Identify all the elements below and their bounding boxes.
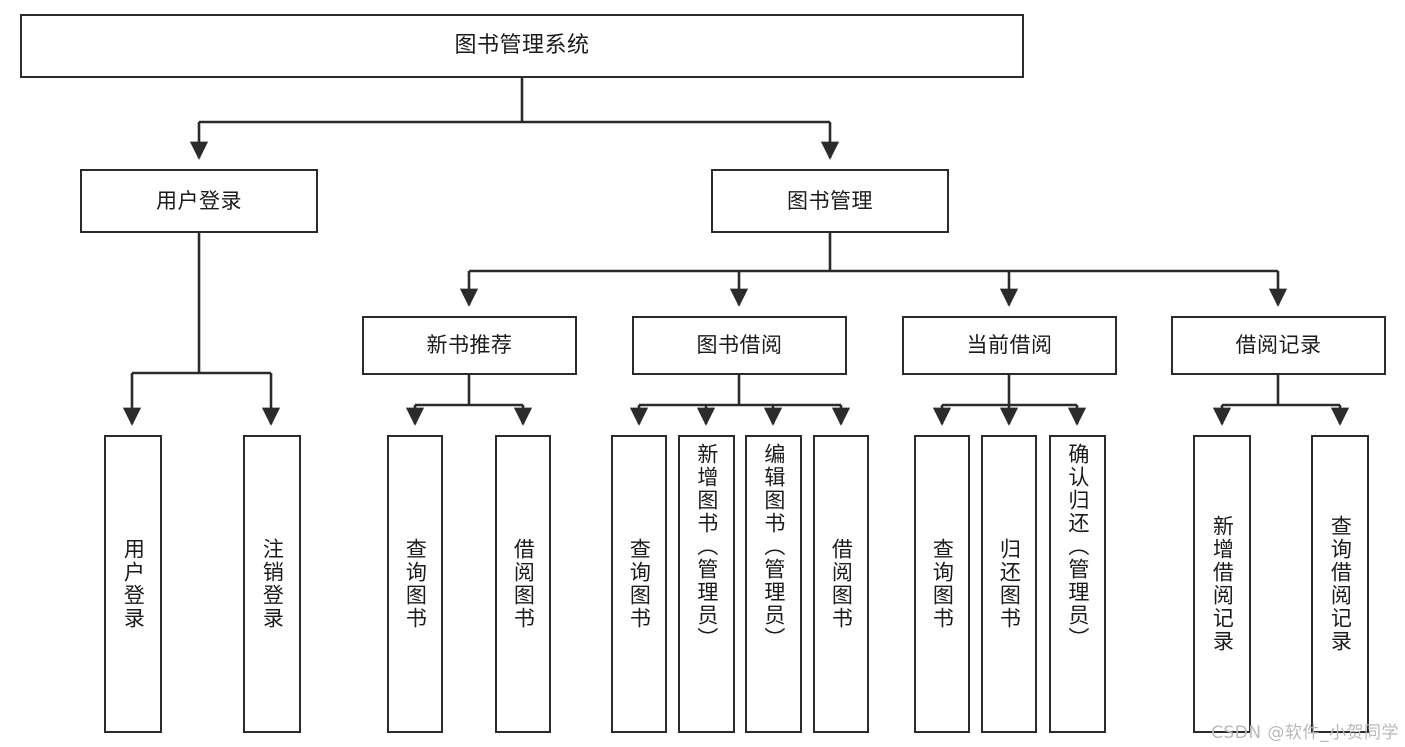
node-label: 借阅图书 <box>511 538 536 630</box>
node-label: 新增借阅记录 <box>1210 515 1235 653</box>
leaf-borrow-book-recommend[interactable]: 借阅图书 <box>495 435 551 733</box>
node-user-login[interactable]: 用户登录 <box>80 169 318 233</box>
node-label: 确认归还（管理员） <box>1065 443 1090 650</box>
node-borrow-record[interactable]: 借阅记录 <box>1171 316 1386 375</box>
leaf-query-book-borrow[interactable]: 查询图书 <box>611 435 667 733</box>
leaf-query-book-recommend[interactable]: 查询图书 <box>387 435 443 733</box>
node-book-borrow[interactable]: 图书借阅 <box>632 316 847 375</box>
leaf-logout-login[interactable]: 注销登录 <box>243 435 301 733</box>
leaf-confirm-return-admin[interactable]: 确认归还（管理员） <box>1049 435 1106 733</box>
leaf-query-borrow-record[interactable]: 查询借阅记录 <box>1311 435 1369 733</box>
node-label: 用户登录 <box>121 538 146 630</box>
node-label: 借阅记录 <box>1235 333 1322 357</box>
node-label: 查询图书 <box>627 538 652 630</box>
node-label: 新书推荐 <box>426 333 513 357</box>
node-label: 查询图书 <box>403 538 428 630</box>
leaf-query-book-current[interactable]: 查询图书 <box>914 435 970 733</box>
leaf-edit-book-admin[interactable]: 编辑图书（管理员） <box>745 435 802 733</box>
node-new-book-recommend[interactable]: 新书推荐 <box>362 316 577 375</box>
node-label: 图书管理 <box>787 188 873 213</box>
node-label: 图书管理系统 <box>454 33 590 58</box>
node-label: 归还图书 <box>997 538 1022 630</box>
node-label: 查询借阅记录 <box>1328 515 1353 653</box>
node-label: 当前借阅 <box>966 333 1053 357</box>
watermark-text: CSDN @软件_小贺同学 <box>1211 723 1399 743</box>
node-label: 图书借阅 <box>696 333 783 357</box>
node-book-management[interactable]: 图书管理 <box>711 169 949 233</box>
node-label: 用户登录 <box>156 188 242 213</box>
leaf-borrow-book[interactable]: 借阅图书 <box>813 435 869 733</box>
node-root-system[interactable]: 图书管理系统 <box>20 14 1024 78</box>
node-label: 新增图书（管理员） <box>694 443 719 650</box>
leaf-return-book[interactable]: 归还图书 <box>981 435 1037 733</box>
leaf-add-borrow-record[interactable]: 新增借阅记录 <box>1193 435 1251 733</box>
node-label: 编辑图书（管理员） <box>761 443 786 650</box>
node-label: 借阅图书 <box>829 538 854 630</box>
node-label: 注销登录 <box>260 538 285 630</box>
leaf-user-login[interactable]: 用户登录 <box>104 435 162 733</box>
leaf-add-book-admin[interactable]: 新增图书（管理员） <box>678 435 735 733</box>
node-label: 查询图书 <box>930 538 955 630</box>
node-current-borrow[interactable]: 当前借阅 <box>902 316 1117 375</box>
